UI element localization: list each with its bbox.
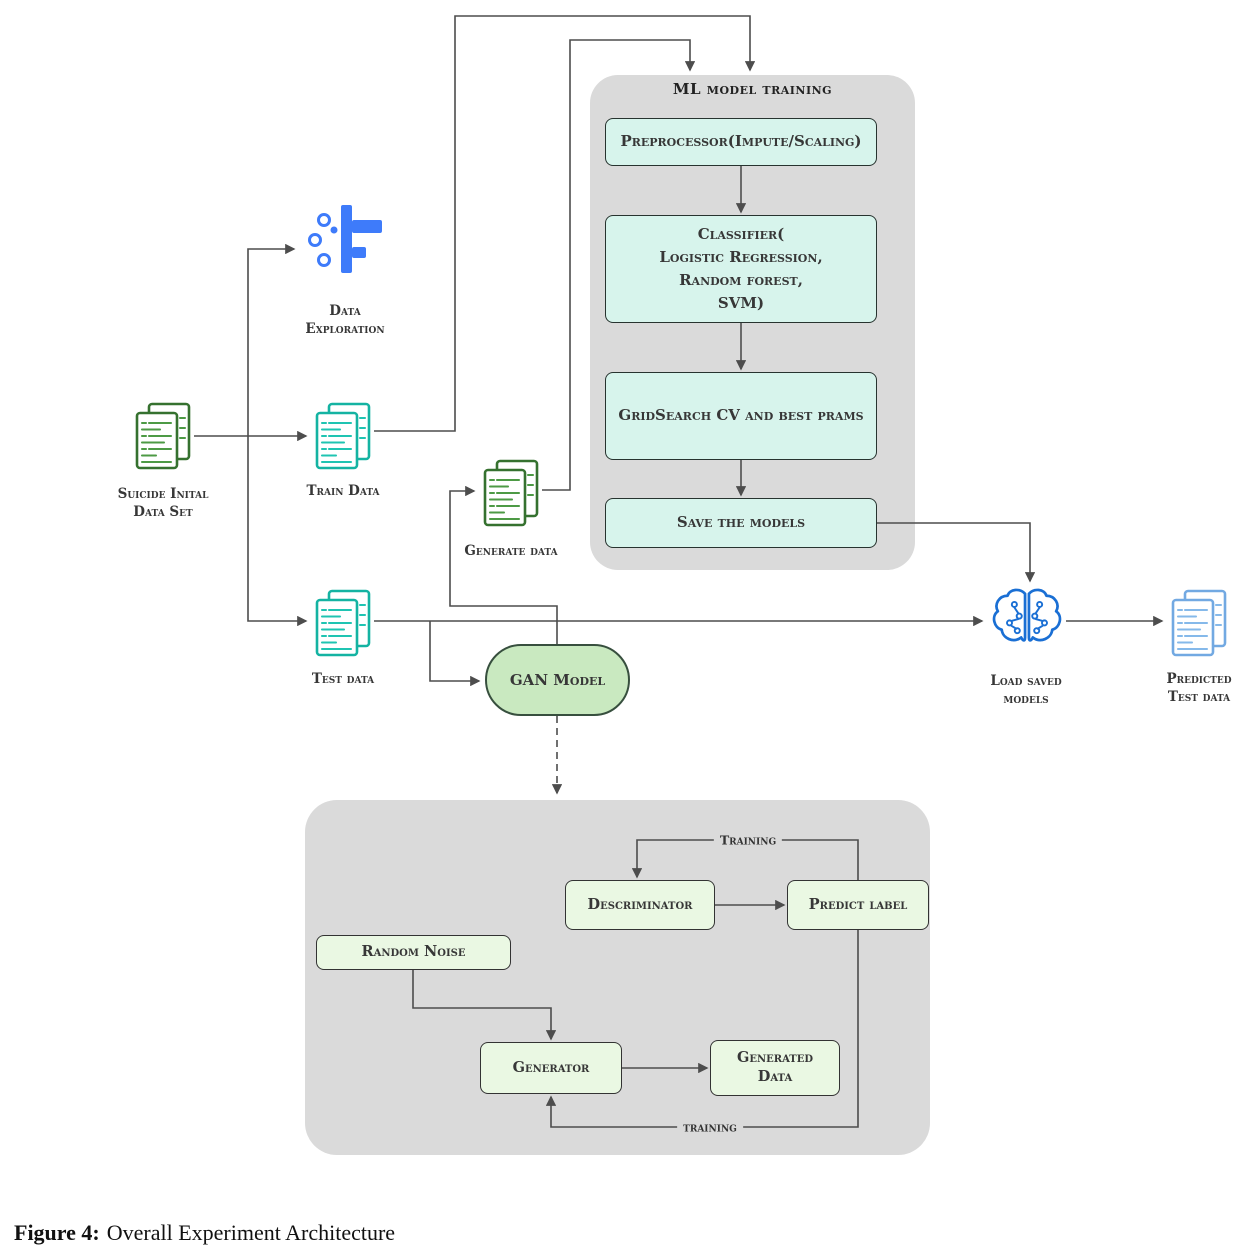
arrow-dataset-to-exploration bbox=[247, 243, 296, 436]
figure-caption-label: Figure 4: bbox=[14, 1220, 100, 1245]
figure-caption: Figure 4:Overall Experiment Architecture bbox=[14, 1220, 395, 1246]
arrow-test-to-gan bbox=[429, 621, 481, 687]
load-saved-models-brain-icon bbox=[992, 588, 1062, 642]
training-top-label: Training bbox=[713, 832, 783, 848]
arrow-train-to-ml bbox=[374, 15, 756, 432]
gan-model-box: GAN Model bbox=[485, 644, 630, 716]
data-exploration-chart-icon bbox=[308, 205, 382, 273]
arrow-gan-to-generate bbox=[449, 485, 558, 644]
train-data-document-icon bbox=[315, 402, 371, 470]
ml-training-title: ML model training bbox=[672, 80, 833, 98]
generate-data-label: Generate data bbox=[464, 543, 558, 559]
test-data-label: Test data bbox=[311, 671, 375, 687]
classifier-box: Classifier( Logistic Regression, Random … bbox=[605, 215, 877, 323]
random-noise-box: Random Noise bbox=[316, 935, 511, 970]
arrow-dataset-to-test bbox=[247, 436, 308, 627]
suicide-dataset-label: Suicide Inital Data Set bbox=[117, 486, 209, 521]
generated-data-box: Generated Data bbox=[710, 1040, 840, 1096]
figure-caption-text: Overall Experiment Architecture bbox=[106, 1220, 396, 1245]
arrow-noise-to-generator bbox=[412, 970, 557, 1041]
save-models-box: Save the models bbox=[605, 498, 877, 548]
load-saved-models-label: Load saved models bbox=[990, 673, 1062, 708]
gridsearch-box: GridSearch CV and best prams bbox=[605, 372, 877, 460]
predict-label-box: Predict label bbox=[787, 880, 929, 930]
data-exploration-label: Data Exploration bbox=[305, 303, 385, 338]
generate-data-document-icon bbox=[483, 459, 539, 527]
test-data-document-icon bbox=[315, 589, 371, 657]
arrow-save-to-loadmodels bbox=[877, 522, 1036, 583]
predicted-test-data-document-icon bbox=[1171, 589, 1227, 657]
discriminator-box: Descriminator bbox=[565, 880, 715, 930]
training-bottom-label: training bbox=[677, 1119, 743, 1135]
train-data-label: Train Data bbox=[306, 483, 380, 499]
preprocessor-box: Preprocessor(Impute/Scaling) bbox=[605, 118, 877, 166]
generator-box: Generator bbox=[480, 1042, 622, 1094]
predicted-test-data-label: Predicted Test data bbox=[1166, 671, 1232, 706]
suicide-dataset-document-icon bbox=[135, 402, 191, 470]
arrow-generate-to-ml bbox=[542, 39, 696, 491]
arrow-predict-to-generator-training bbox=[545, 930, 859, 1128]
